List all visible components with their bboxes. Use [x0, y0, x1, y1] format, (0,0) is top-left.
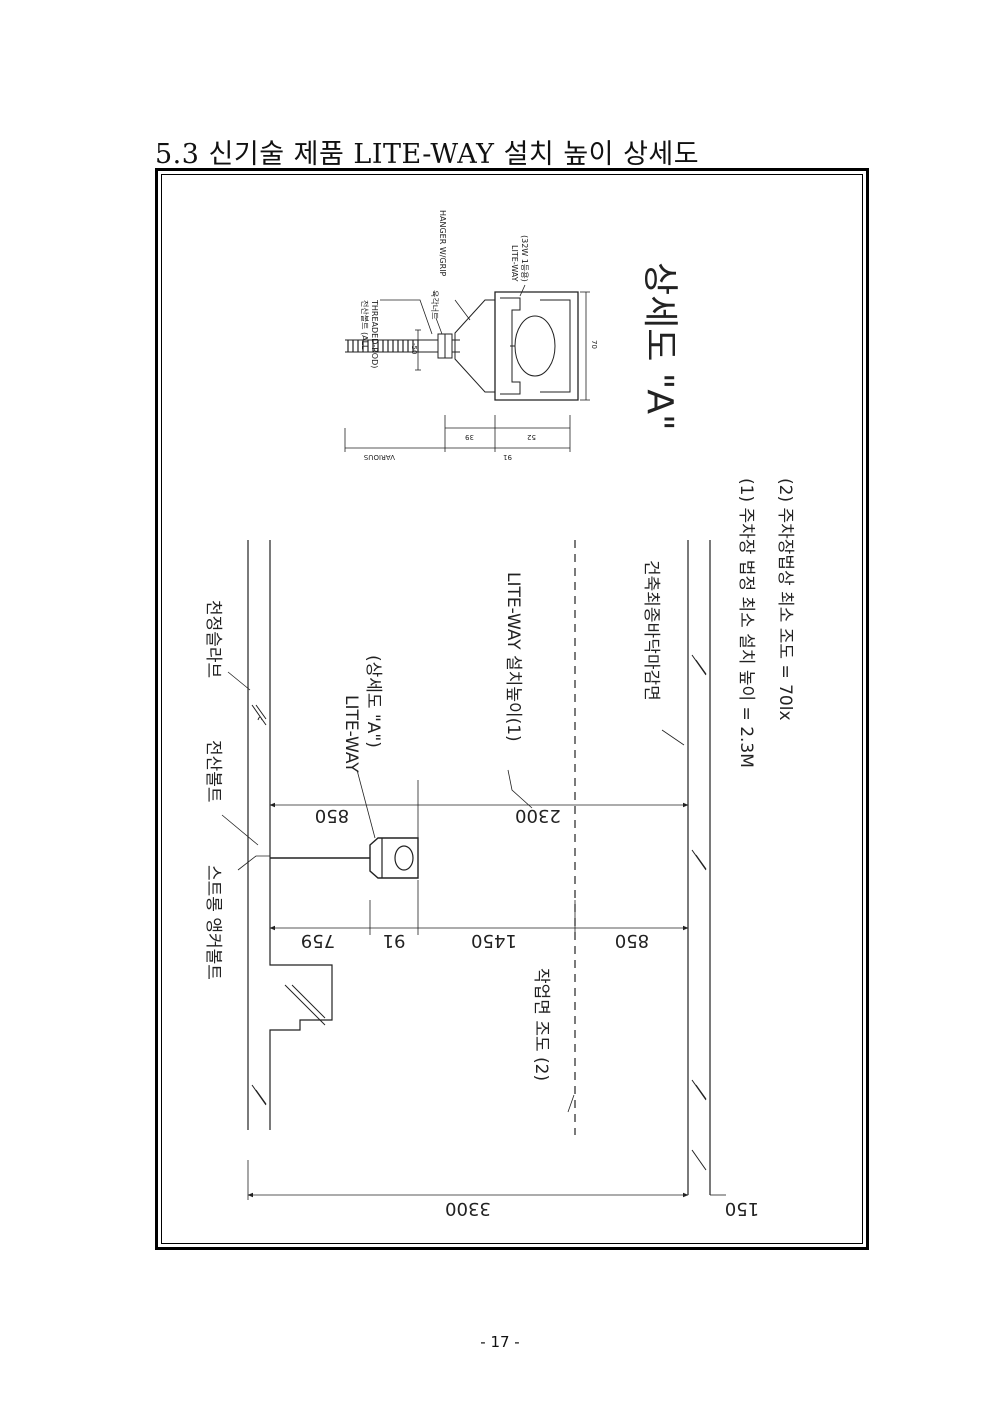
dim-150: 150	[725, 1198, 759, 1219]
dim-850-lower: 850	[615, 930, 649, 951]
detail-dim-50: -50	[410, 343, 418, 354]
section-labels: 천정슬라브 전산볼트 스트롱 앵커볼트 LITE-WAY (상세도 "A") L…	[203, 478, 795, 1081]
dim-2300: 2300	[515, 805, 561, 826]
hanger-grip	[454, 299, 496, 393]
beam-drop	[269, 905, 333, 1130]
detail-liteway-label-2: (32W 1등용)	[520, 235, 529, 282]
lamp-lens	[514, 315, 556, 377]
detail-nut-label: 육각너트	[430, 290, 440, 319]
label-liteway: LITE-WAY	[341, 695, 361, 773]
detail-title: 상세도 "A"	[639, 262, 680, 431]
page-heading: 5.3 신기술 제품 LITE-WAY 설치 높이 상세도	[155, 139, 700, 170]
dim-1450: 1450	[471, 930, 517, 951]
label-install-height: LITE-WAY 설치높이(1)	[503, 572, 523, 742]
drawing-frame	[155, 168, 869, 1250]
dim-759: 759	[301, 930, 335, 951]
detail-dim-52: 52	[527, 433, 536, 441]
detail-dim-91: 91	[503, 453, 512, 461]
dim-91: 91	[383, 930, 406, 951]
detail-liteway-label-1: LITE-WAY	[510, 245, 519, 282]
label-floor-finish: 건축최종바닥마감면	[641, 560, 661, 701]
note-2: (2) 주차장법상 최소 조도 = 70lx	[775, 478, 795, 721]
detail-bolt-label-2: THREADED-ROD)	[370, 299, 379, 368]
liteway-housing	[494, 291, 579, 401]
section-drawing	[221, 540, 726, 1200]
page-number: - 17 -	[480, 1333, 520, 1351]
label-full-thread-bolt: 전산볼트	[203, 740, 223, 803]
detail-dim-70: 70	[590, 340, 598, 349]
detail-a-drawing	[344, 284, 590, 452]
liteway-fixture	[270, 837, 419, 879]
label-work-plane: 작업면 조도 (2)	[531, 968, 551, 1081]
note-1: (1) 주차장 법정 최소 설치 높이 = 2.3M	[736, 478, 756, 768]
dim-850-upper: 850	[315, 805, 349, 826]
detail-a-labels: 전산볼트 (ALL THREADED-ROD) 육각너트 HANGER W/GR…	[360, 210, 680, 461]
detail-dim-various: VARIOUS	[363, 453, 395, 461]
slab-hatch	[251, 654, 707, 1171]
detail-hanger-label: HANGER W/GRIP	[438, 210, 447, 277]
label-ceiling-slab: 천정슬라브	[203, 600, 223, 678]
dimension-labels: 850 2300 759 91 1450 850 3300 150	[301, 805, 759, 1219]
dim-3300: 3300	[445, 1198, 491, 1219]
detail-dim-39: 39	[465, 433, 474, 441]
label-detail-ref: (상세도 "A")	[363, 655, 383, 748]
label-strong-anchor-bolt: 스트롱 앵커볼트	[203, 865, 223, 980]
detail-bolt-label-1: 전산볼트 (ALL	[360, 300, 370, 350]
drawing-frame-inner	[161, 174, 863, 1244]
